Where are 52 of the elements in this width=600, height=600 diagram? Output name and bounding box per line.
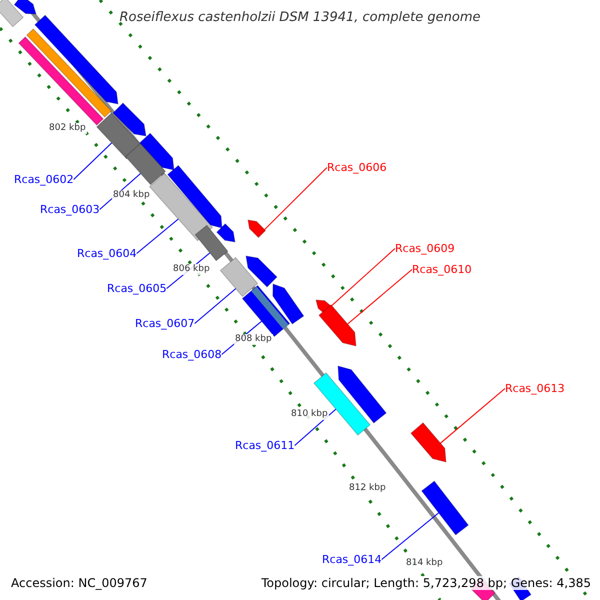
info-text: Topology: circular; Length: 5,723,298 bp; Genes: 4,385	[260, 576, 592, 590]
gene-label: Rcas_0606	[327, 162, 387, 173]
gene-segment	[26, 28, 112, 118]
gene-segment	[410, 422, 446, 463]
gene-segment	[421, 480, 469, 536]
gene-label: Rcas_0609	[395, 243, 455, 254]
gene-segment	[338, 365, 387, 424]
gene-label: Rcas_0611	[235, 440, 295, 451]
gene-label: Rcas_0613	[505, 383, 565, 394]
gene-label: Rcas_0614	[322, 554, 382, 565]
gene-label: Rcas_0602	[14, 174, 74, 185]
title: Roseiflexus castenholzii DSM 13941, complete genome	[118, 11, 482, 24]
leader-line	[73, 142, 112, 180]
gene-segment	[124, 142, 166, 186]
gene-segment	[194, 224, 228, 262]
gene-segment	[0, 0, 24, 28]
leader-line	[264, 167, 328, 230]
gene-segment	[167, 164, 222, 229]
leader-line	[136, 218, 179, 254]
leader-line	[440, 388, 506, 444]
gene-segment	[318, 304, 356, 347]
scale-label: 808 kbp	[234, 334, 273, 345]
gene-segment	[220, 256, 258, 298]
leader-line	[330, 248, 396, 307]
leader-line	[347, 269, 412, 325]
gene-segment	[148, 172, 214, 242]
gene-label: Rcas_0608	[162, 349, 222, 360]
scale-label: 810 kbp	[290, 409, 329, 420]
gene-segment	[96, 112, 142, 160]
gene-segment	[112, 102, 146, 136]
gene-segment	[313, 372, 371, 436]
gene-label: Rcas_0603	[40, 204, 100, 215]
scale-label: 802 kbp	[48, 123, 87, 134]
gene-label: Rcas_0604	[77, 248, 137, 259]
gene-segment	[14, 0, 37, 14]
leader-line	[381, 512, 440, 560]
scale-label: 814 kbp	[405, 558, 444, 569]
scale-label: 806 kbp	[172, 264, 211, 275]
gene-segment	[34, 14, 118, 104]
gene-segment	[248, 220, 266, 238]
gene-segment	[139, 132, 174, 170]
leader-line	[194, 288, 236, 324]
gene-label: Rcas_0605	[107, 283, 167, 294]
gene-label: Rcas_0607	[135, 318, 195, 329]
scale-label: 804 kbp	[112, 190, 151, 201]
gene-label: Rcas_0610	[412, 264, 472, 275]
gene-segment	[246, 256, 278, 288]
gene-segment	[272, 283, 304, 325]
gene-segment	[216, 223, 236, 242]
scale-label: 812 kbp	[348, 483, 387, 494]
leader-line	[294, 408, 336, 446]
info-text: Accession: NC_009767	[10, 576, 148, 590]
